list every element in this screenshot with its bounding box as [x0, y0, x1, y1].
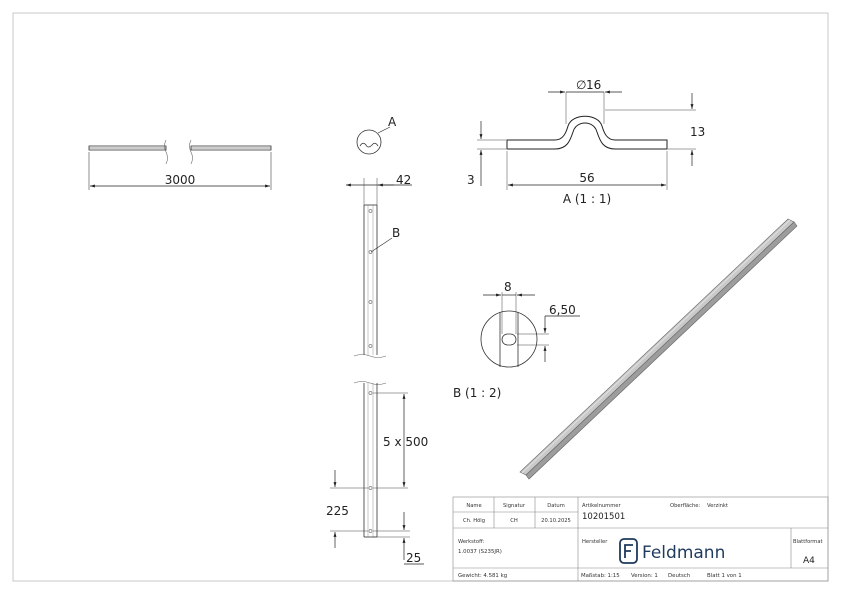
- brand-name: Feldmann: [642, 543, 725, 563]
- tb-blatt: Blatt 1 von 1: [707, 573, 742, 579]
- tb-massstab: Maßstab: 1:15: [581, 573, 620, 579]
- tb-blattformat-label: Blattformat: [793, 539, 823, 545]
- dim-offset-25: 25: [406, 551, 421, 565]
- detail-a-caption: A (1 : 1): [563, 192, 611, 206]
- isometric-view: [519, 218, 798, 480]
- title-block-text: Name Signatur Datum Ch. Hölg CH 20.10.20…: [458, 503, 823, 579]
- tb-header-datum: Datum: [547, 503, 565, 509]
- dim-height-base: 3: [467, 173, 475, 187]
- dim-width: 42: [396, 173, 411, 187]
- dim-diameter: 16: [586, 78, 601, 92]
- tb-werkstoff-label: Werkstoff:: [458, 539, 485, 545]
- tb-blattformat: A4: [803, 556, 815, 566]
- tb-signatur: CH: [510, 518, 518, 524]
- side-view-bottom: [330, 381, 424, 565]
- detail-a-label: A: [388, 115, 397, 129]
- dim-spacing: 5 x 500: [383, 435, 428, 449]
- dim-hole-height: 6,50: [549, 303, 576, 317]
- title-block: [452, 496, 829, 582]
- tb-artikelnummer-label: Artikelnummer: [582, 503, 621, 509]
- dim-offset-225: 225: [326, 504, 349, 518]
- tb-header-name: Name: [466, 503, 481, 509]
- tb-header-signatur: Signatur: [503, 503, 526, 509]
- front-view: [88, 139, 272, 190]
- tb-hersteller-label: Hersteller: [582, 539, 608, 545]
- tb-name: Ch. Hölg: [463, 518, 485, 524]
- detail-b-label: B: [392, 226, 400, 240]
- feldmann-logo-icon: [619, 538, 638, 564]
- side-view-top: [346, 178, 412, 358]
- tb-sprache: Deutsch: [668, 573, 690, 579]
- detail-b-view: [480, 292, 580, 368]
- dim-hole-width: 8: [504, 280, 512, 294]
- tb-werkstoff: 1.0037 (S235JR): [458, 549, 502, 555]
- tb-datum: 20.10.2025: [541, 518, 571, 524]
- tb-oberflaeche-label: Oberfläche:: [670, 503, 700, 509]
- dim-width-profile: 56: [579, 171, 594, 185]
- dim-height-profile: 13: [690, 125, 705, 139]
- drawing-frame: [12, 12, 829, 582]
- detail-a-profile: [477, 90, 696, 190]
- detail-b-caption: B (1 : 2): [453, 386, 501, 400]
- tb-version: Version: 1: [631, 573, 658, 579]
- tb-oberflaeche: Verzinkt: [707, 503, 728, 509]
- dim-diameter-symbol: ∅: [576, 78, 586, 92]
- tb-gewicht: Gewicht: 4.581 kg: [458, 573, 507, 579]
- detail-a-marker: [356, 126, 391, 155]
- tb-artikelnummer: 10201501: [582, 512, 625, 522]
- dim-length: 3000: [165, 173, 196, 187]
